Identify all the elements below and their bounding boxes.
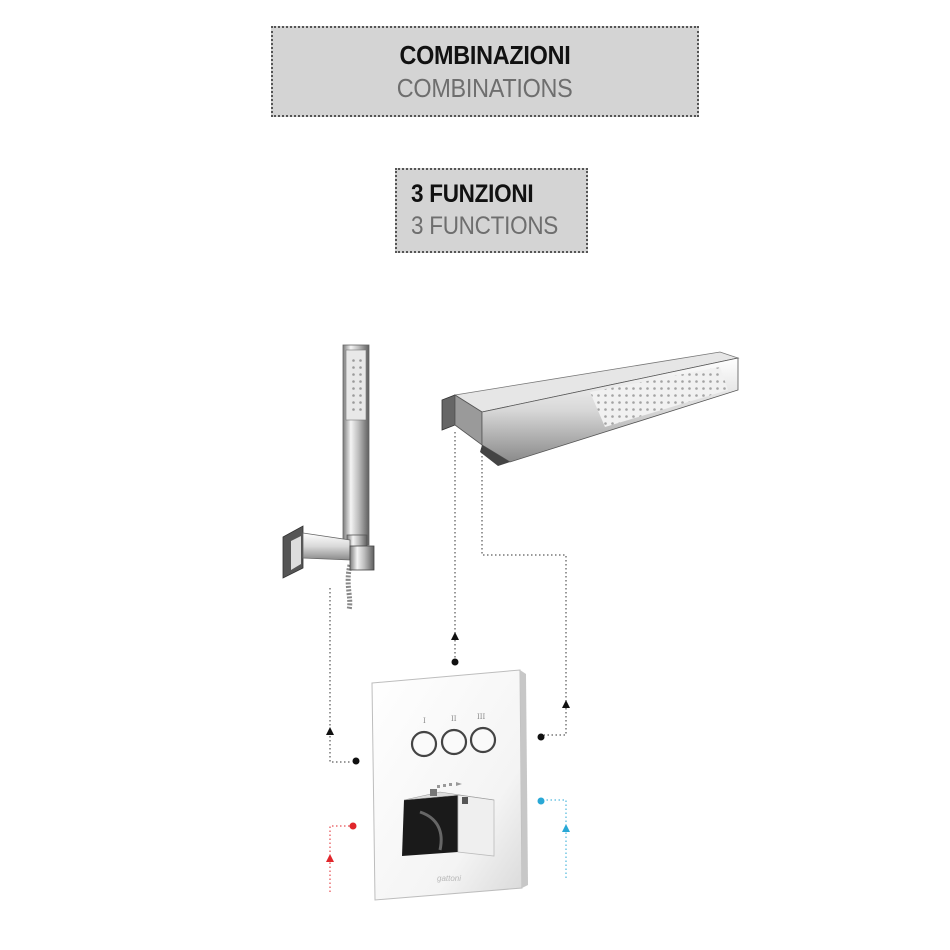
title-italian: COMBINAZIONI xyxy=(399,39,571,70)
flow-arrows xyxy=(326,632,570,735)
arrow-up-head-left xyxy=(451,632,459,640)
hand-shower-icon xyxy=(282,344,375,611)
button-label-3: III xyxy=(477,713,486,721)
rain-shower-head-icon xyxy=(441,351,740,466)
combinations-title-box: COMBINAZIONI COMBINATIONS xyxy=(271,26,699,117)
diverter-button-1 xyxy=(410,730,438,758)
diverter-button-3 xyxy=(469,726,497,754)
title-english: COMBINATIONS xyxy=(397,72,573,103)
outlet-dot-2 xyxy=(451,658,459,666)
arrow-up-head-right xyxy=(562,700,570,708)
cold-water-inlet-icon xyxy=(537,797,570,878)
arrow-up-hand xyxy=(326,727,334,735)
hand-shower-line xyxy=(329,588,352,763)
diverter-buttons xyxy=(410,726,497,758)
hot-water-inlet-icon xyxy=(326,822,357,892)
connection-lines xyxy=(329,432,567,763)
button-label-1: I xyxy=(423,717,426,725)
button-label-2: II xyxy=(451,715,457,723)
functions-english: 3 FUNCTIONS xyxy=(411,212,559,240)
temperature-scale xyxy=(437,782,462,788)
functions-italian: 3 FUNZIONI xyxy=(411,180,534,208)
functions-title-box: 3 FUNZIONI 3 FUNCTIONS xyxy=(395,168,588,253)
thermostat-handle xyxy=(402,789,495,857)
outlet-dot-1 xyxy=(352,757,360,765)
outlet-dots xyxy=(352,658,545,765)
outlet-dot-3 xyxy=(537,733,545,741)
diverter-button-2 xyxy=(440,728,468,756)
thermostatic-mixer-icon xyxy=(371,669,528,901)
brand-label: gattoni xyxy=(437,874,462,883)
